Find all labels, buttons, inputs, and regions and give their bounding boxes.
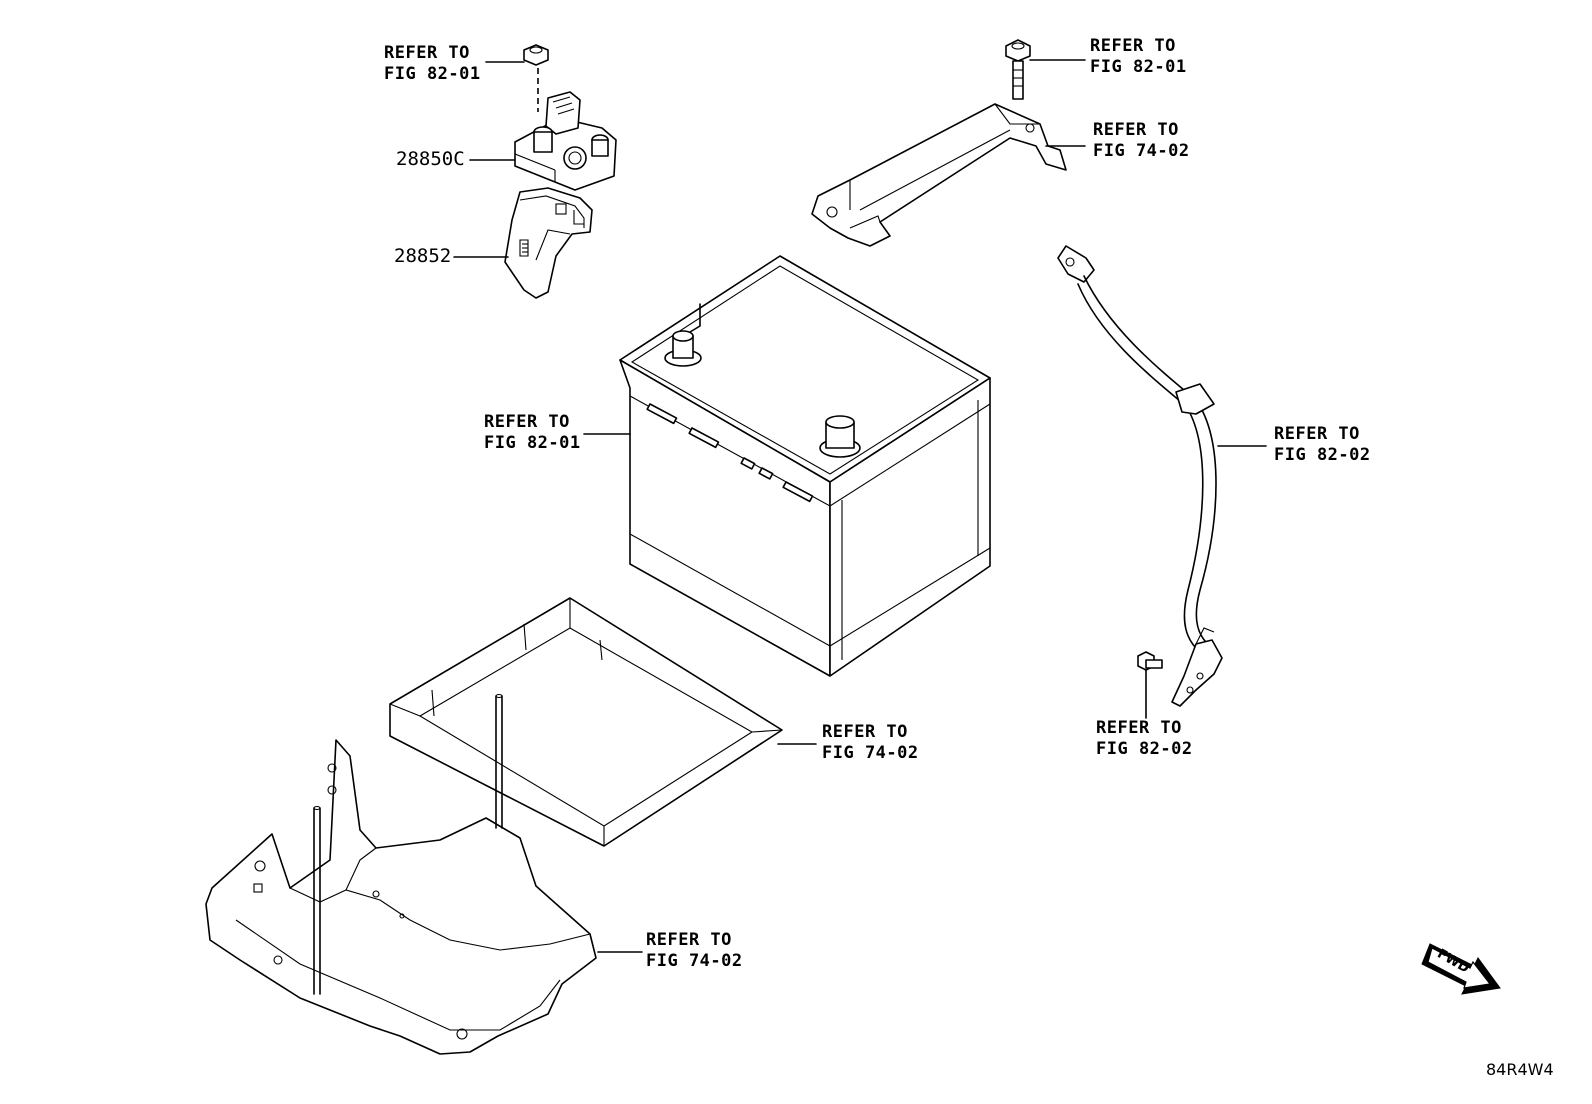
hold-bolt[interactable] [1005,39,1031,100]
sensor-cover[interactable] [504,187,593,299]
ground-cable[interactable] [1057,245,1223,707]
callout-line: REFER TO [1274,424,1360,444]
callout-line: FIG 82-02 [1096,739,1193,759]
callout-battery-bracket: REFER TO FIG 74-02 [646,930,743,972]
callout-line: FIG 82-02 [1274,445,1371,465]
callout-cable-bolt: REFER TO FIG 82-02 [1096,718,1193,760]
leader-lines [453,59,1267,953]
callout-line: REFER TO [646,930,732,950]
battery[interactable] [619,255,991,677]
callout-ground-cable: REFER TO FIG 82-02 [1274,424,1371,466]
fwd-arrow-icon [1421,943,1501,995]
callout-line: REFER TO [384,43,470,63]
part-number-sensor-cover[interactable]: 28852 [394,245,452,267]
diagram-id: 84R4W4 [1486,1060,1554,1079]
callout-line: FIG 82-01 [384,64,481,84]
battery-tray[interactable] [389,597,783,847]
part-number-current-sensor[interactable]: 28850C [396,148,465,170]
callout-line: REFER TO [1093,120,1179,140]
callout-line: REFER TO [484,412,570,432]
callout-line: FIG 82-01 [484,433,581,453]
battery-bracket[interactable] [205,693,597,1055]
callout-line: FIG 74-02 [1093,141,1190,161]
callout-line: REFER TO [1096,718,1182,738]
callout-line: REFER TO [1090,36,1176,56]
callout-line: FIG 74-02 [822,743,919,763]
callout-hold-bolt: REFER TO FIG 82-01 [1090,36,1187,78]
callout-hold-clamp: REFER TO FIG 74-02 [1093,120,1190,162]
callout-line: FIG 74-02 [646,951,743,971]
callout-line: REFER TO [822,722,908,742]
callout-battery: REFER TO FIG 82-01 [484,412,581,454]
callout-line: FIG 82-01 [1090,57,1187,77]
cable-bolt[interactable] [1137,651,1163,671]
callout-battery-tray: REFER TO FIG 74-02 [822,722,919,764]
battery-hold-clamp[interactable] [811,103,1067,247]
current-sensor[interactable] [514,44,617,191]
callout-sensor-bolt: REFER TO FIG 82-01 [384,43,481,85]
